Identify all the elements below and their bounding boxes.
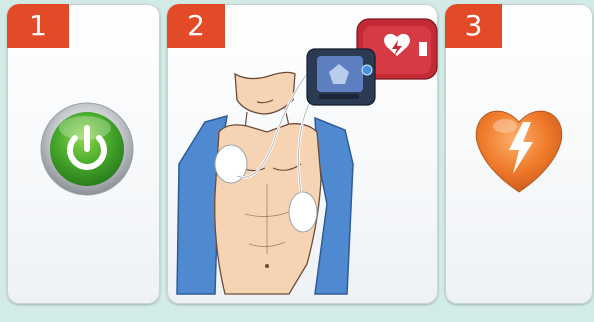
shirt-right [315, 118, 353, 294]
heart-shock-icon [445, 4, 593, 304]
defibrillator-illustration [167, 4, 438, 304]
step-3-panel: 3 [445, 4, 593, 304]
step-2-panel: 2 [167, 4, 438, 304]
step-2-badge: 2 [167, 4, 225, 48]
power-icon [7, 4, 160, 304]
electrode-pad-lower [289, 192, 317, 232]
step-1-panel: 1 [7, 4, 160, 304]
step-2-number: 2 [187, 12, 205, 40]
defibrillator-device [307, 49, 375, 105]
